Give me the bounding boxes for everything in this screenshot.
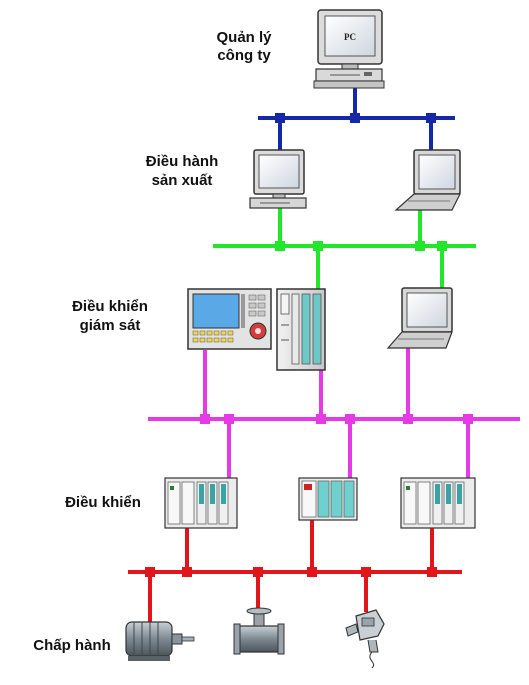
production-bus-drops xyxy=(278,208,444,290)
bus-node xyxy=(182,567,192,577)
desktop-computer-icon xyxy=(249,149,307,209)
plc-controller-3-icon xyxy=(400,477,476,529)
label-supervisory-control: Điều khiển giám sát xyxy=(72,298,148,334)
bus-node xyxy=(427,567,437,577)
bus-node xyxy=(313,241,323,251)
label-field-actuation: Chấp hành xyxy=(33,637,111,654)
pc-label: PC xyxy=(344,32,356,42)
bus-node xyxy=(224,414,234,424)
bus-node xyxy=(200,414,210,424)
production-bus xyxy=(213,241,476,251)
bus-node xyxy=(463,414,473,424)
valve-icon xyxy=(233,607,285,655)
bus-node xyxy=(426,113,436,123)
plc-controller-1-icon xyxy=(164,477,238,529)
bus-node xyxy=(316,414,326,424)
label-supervisory-line2: giám sát xyxy=(80,317,141,334)
label-production-line1: Điều hành xyxy=(146,153,219,170)
supervisory-bus xyxy=(148,414,520,424)
bus-node xyxy=(437,241,447,251)
bus-node xyxy=(403,414,413,424)
field-bus xyxy=(128,567,462,577)
label-company-management: Quản lý công ty xyxy=(216,29,272,64)
bus-node xyxy=(361,567,371,577)
label-production-operations: Điều hành sản xuất xyxy=(146,153,219,189)
bus-node xyxy=(275,241,285,251)
label-production-line2: sản xuất xyxy=(152,172,213,189)
bus-node xyxy=(350,113,360,123)
bus-node xyxy=(415,241,425,251)
label-supervisory-line1: Điều khiển xyxy=(72,298,148,315)
electric-motor-icon xyxy=(125,621,195,661)
supervisory-bus-drops xyxy=(203,348,470,480)
sensor-transmitter-icon xyxy=(345,609,385,669)
label-company-line2: công ty xyxy=(217,47,271,64)
supervisory-laptop-icon xyxy=(386,287,453,349)
bus-node xyxy=(253,567,263,577)
bus-node xyxy=(345,414,355,424)
label-company-line1: Quản lý xyxy=(216,29,272,46)
company-bus xyxy=(258,113,455,123)
bus-node xyxy=(275,113,285,123)
desktop-pc-icon: PC xyxy=(313,9,385,89)
label-control: Điều khiển xyxy=(65,494,141,511)
field-bus-drops xyxy=(148,520,434,622)
bus-node xyxy=(145,567,155,577)
bus-node xyxy=(307,567,317,577)
plc-rack-icon xyxy=(276,288,326,371)
plc-controller-2-icon xyxy=(298,477,358,521)
hmi-operator-panel-icon xyxy=(187,288,272,350)
laptop-icon xyxy=(394,149,461,211)
